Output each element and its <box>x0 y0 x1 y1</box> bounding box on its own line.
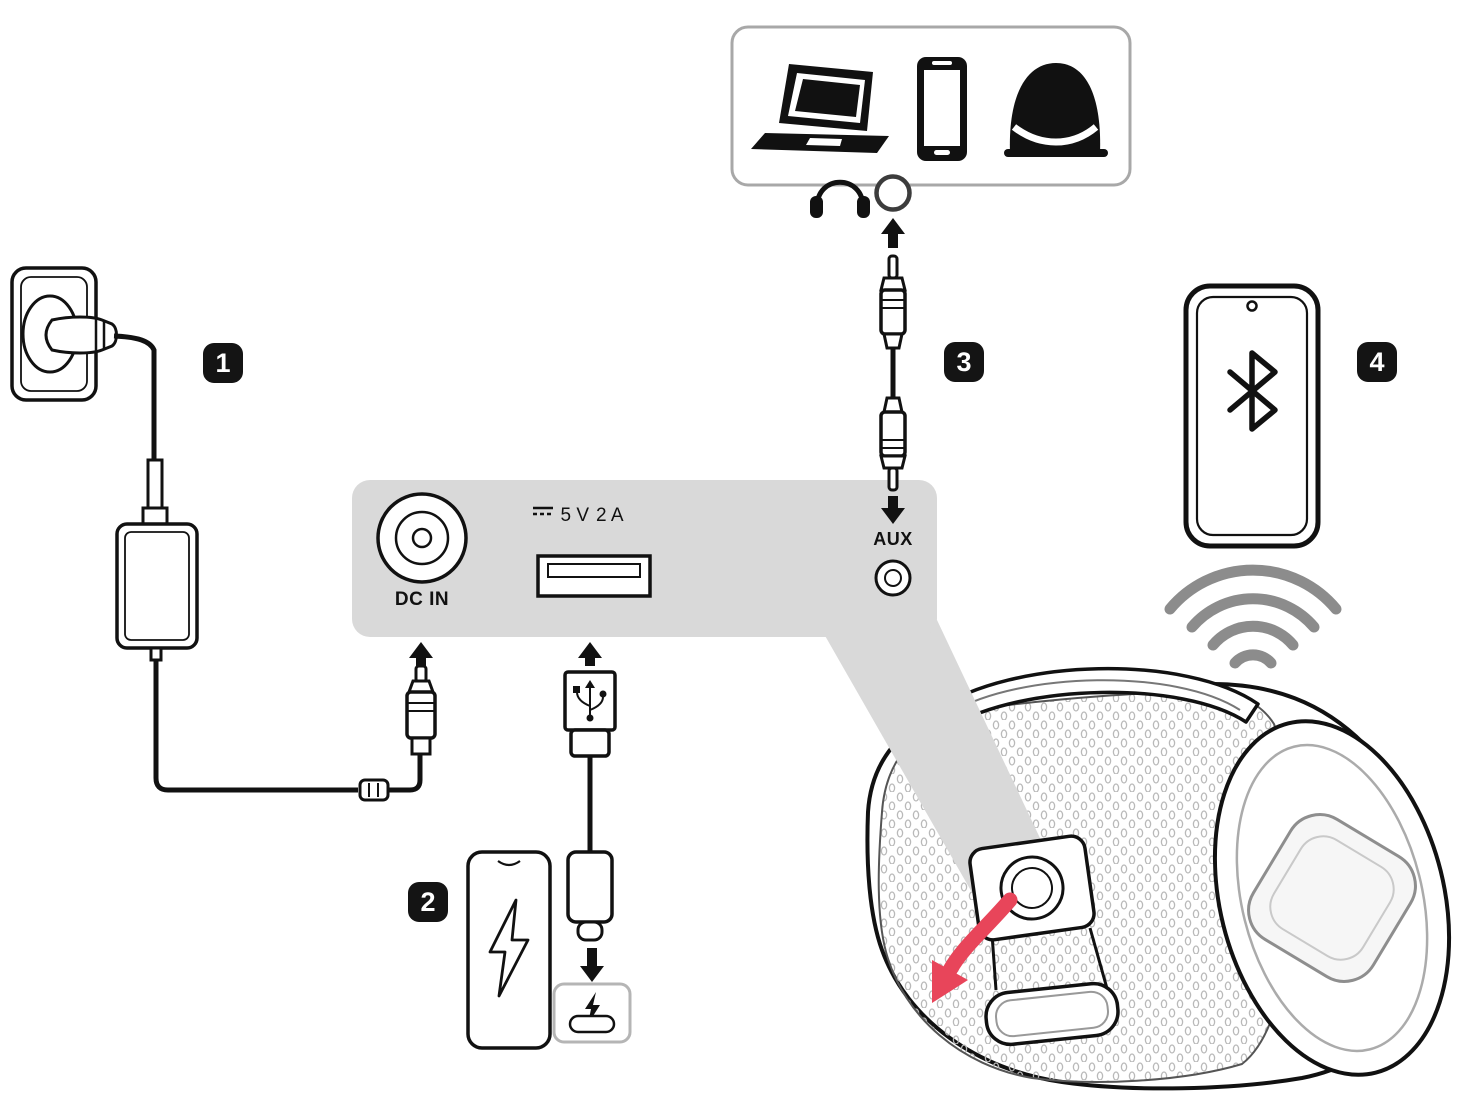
bluetooth-connection <box>1164 283 1342 669</box>
headset-user-icon <box>1004 63 1108 157</box>
usb-port-icon <box>536 554 652 598</box>
arrow-down-charge-icon <box>580 948 604 982</box>
step-2-badge: 2 <box>408 882 448 922</box>
cable-bead <box>358 778 390 802</box>
usb-charging-connection <box>466 642 632 1050</box>
power-adapter-icon <box>115 458 199 662</box>
signal-waves-icon <box>1164 564 1342 669</box>
usb-c-port-icon <box>568 1014 616 1034</box>
aux-label: AUX <box>873 529 913 549</box>
headphones-icon <box>810 179 870 218</box>
dc-plug-icon <box>405 664 437 756</box>
step-1-badge: 1 <box>203 343 243 383</box>
aux-connection <box>730 25 1132 524</box>
lightning-bolt-icon <box>488 898 530 998</box>
speaker-end-cap <box>1212 719 1452 1077</box>
usb-current-label: 2 A <box>596 505 624 526</box>
dc-symbol-icon <box>533 506 553 516</box>
passive-radiator <box>1247 813 1417 983</box>
charging-callout <box>552 982 632 1044</box>
arrow-down-aux-icon <box>881 496 905 524</box>
phone-notch <box>1246 300 1258 312</box>
aux-plug-top-icon <box>879 254 907 350</box>
power-connection <box>10 266 437 802</box>
step-4-badge: 4 <box>1357 342 1397 382</box>
power-plug-icon <box>44 315 118 355</box>
speaker-port-compartment <box>932 834 1120 1047</box>
speaker-open-flap <box>984 981 1120 1047</box>
dc-in-label: DC IN <box>394 589 450 610</box>
step-3-badge: 3 <box>944 342 984 382</box>
speaker-handle <box>934 666 1260 728</box>
callout-wedge <box>816 620 1056 896</box>
flap-hinge-lines <box>990 927 1110 993</box>
power-cable-upper <box>113 333 157 460</box>
speaker-handle-line <box>951 679 1241 713</box>
power-cable-lower <box>153 660 358 793</box>
arrow-up-usb-icon <box>578 642 602 666</box>
usb-voltage-label: 5 V <box>560 505 590 526</box>
aux-port-icon <box>874 559 912 597</box>
ports-panel <box>352 480 937 637</box>
bluetooth-phone <box>1183 283 1321 549</box>
bluetooth-icon <box>1227 350 1278 432</box>
arrow-up-dc-in-icon <box>409 642 433 666</box>
laptop-icon <box>751 64 889 153</box>
small-lightning-bolt-icon <box>585 992 600 1024</box>
charging-phone <box>466 850 552 1050</box>
usb-trident-icon <box>573 680 607 722</box>
usb-c-connector-icon <box>566 850 614 942</box>
power-cable-end <box>388 754 423 793</box>
usb-a-connector-icon <box>563 670 617 758</box>
dc-in-port <box>376 492 468 584</box>
phone-notch <box>497 860 521 867</box>
aux-jack-icon <box>874 174 912 212</box>
open-flap-arrow-icon <box>932 892 1018 1003</box>
smartphone-icon <box>917 57 967 161</box>
arrow-up-source-icon <box>881 218 905 248</box>
usb-power-label: 5 V 2 A <box>532 505 652 527</box>
aux-plug-bottom-icon <box>879 396 907 492</box>
